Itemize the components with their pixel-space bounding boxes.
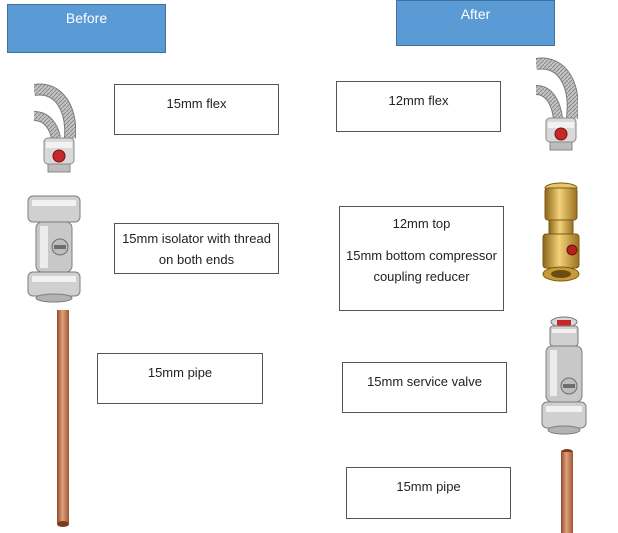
before-copper-pipe-image (57, 310, 69, 527)
before-flex-hose-image (34, 83, 76, 173)
after-coupling-bottom-text: 15mm bottom compressor coupling reducer (346, 248, 497, 284)
before-isolator-label: 15mm isolator with thread on both ends (114, 223, 279, 274)
after-valve-label: 15mm service valve (342, 362, 507, 413)
before-title: Before (65, 10, 108, 26)
after-flex-label: 12mm flex (336, 81, 501, 132)
before-pipe-label: 15mm pipe (97, 353, 263, 404)
after-pipe-label: 15mm pipe (346, 467, 511, 519)
after-brass-coupling-image (542, 182, 580, 282)
after-coupling-label: 12mm top 15mm bottom compressor coupling… (339, 206, 504, 311)
after-copper-pipe-image (561, 449, 573, 533)
after-flex-hose-image (536, 57, 578, 151)
before-header: Before (7, 4, 166, 53)
before-isolator-valve-image (27, 195, 81, 303)
after-service-valve-image (541, 316, 587, 435)
after-header: After (396, 0, 555, 46)
after-coupling-top-text: 12mm top (392, 216, 451, 231)
before-flex-label: 15mm flex (114, 84, 279, 135)
after-title: After (460, 6, 491, 22)
